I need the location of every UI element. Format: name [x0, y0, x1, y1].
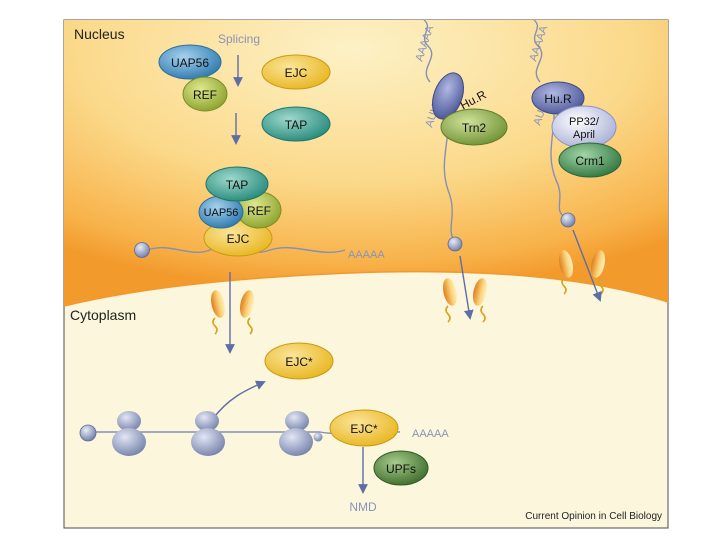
tap-protein: [261, 106, 331, 142]
ref-label: REF: [193, 88, 217, 102]
tap-complex-protein: [205, 166, 269, 202]
trn2-label: Trn2: [462, 121, 487, 135]
nuclear-envelope: [63, 270, 669, 307]
crm1-protein: [558, 142, 622, 178]
ejc-protein: [261, 54, 331, 90]
polya-tail-nucleus: AAAAA: [348, 249, 385, 261]
ejc-star-protein: [264, 342, 334, 380]
ejc-complex-label: EJC: [227, 232, 250, 246]
uap56-protein: [158, 44, 222, 80]
ref-complex-label: REF: [247, 204, 271, 218]
credit-label: Current Opinion in Cell Biology: [525, 511, 662, 522]
april-label: April: [573, 129, 595, 141]
tap-complex-label: TAP: [226, 178, 248, 192]
stop-marker: [313, 432, 323, 442]
crm1-label: Crm1: [575, 154, 605, 168]
splicing-label: Splicing: [218, 32, 260, 46]
pp32-label: PP32/: [569, 116, 600, 128]
cap-nucleus: [134, 242, 150, 258]
uap56-complex-label: UAP56: [204, 207, 239, 219]
nmd-label: NMD: [349, 500, 377, 514]
uap56-label: UAP56: [171, 56, 209, 70]
cap-hur-crm1: [560, 212, 576, 228]
export-arrow-right: [572, 229, 602, 302]
nuclear-pore-right: [559, 250, 605, 295]
ejc-label: EJC: [285, 66, 308, 80]
upfs-protein: [373, 450, 429, 486]
export-arrow-middle: [459, 255, 474, 320]
ejc-star-label: EJC*: [285, 355, 313, 369]
ejc-star-label-2: EJC*: [350, 422, 378, 436]
tap-label: TAP: [285, 118, 307, 132]
ribosome-2: [191, 411, 225, 456]
polya-tail-cytoplasm: AAAAA: [412, 428, 449, 440]
trn2-protein: [440, 108, 508, 146]
ejc-displacement-arrow: [211, 380, 266, 421]
ejc-star-protein-2: [329, 409, 399, 447]
cytoplasm-label: Cytoplasm: [70, 307, 136, 323]
hur-label-2: Hu.R: [544, 92, 572, 106]
cap-hur-trn2: [447, 236, 463, 252]
upfs-label: UPFs: [386, 462, 416, 476]
nucleus-label: Nucleus: [74, 26, 125, 42]
nuclear-pore-middle: [443, 278, 487, 323]
ribosome-1: [112, 411, 146, 456]
hur-protein-1: [431, 72, 465, 120]
ref-protein: [182, 76, 228, 112]
nuclear-pore-left: [211, 290, 254, 335]
hur-protein-2: [531, 81, 585, 115]
ribosome-3: [279, 411, 313, 456]
cap-cytoplasm: [79, 424, 97, 442]
